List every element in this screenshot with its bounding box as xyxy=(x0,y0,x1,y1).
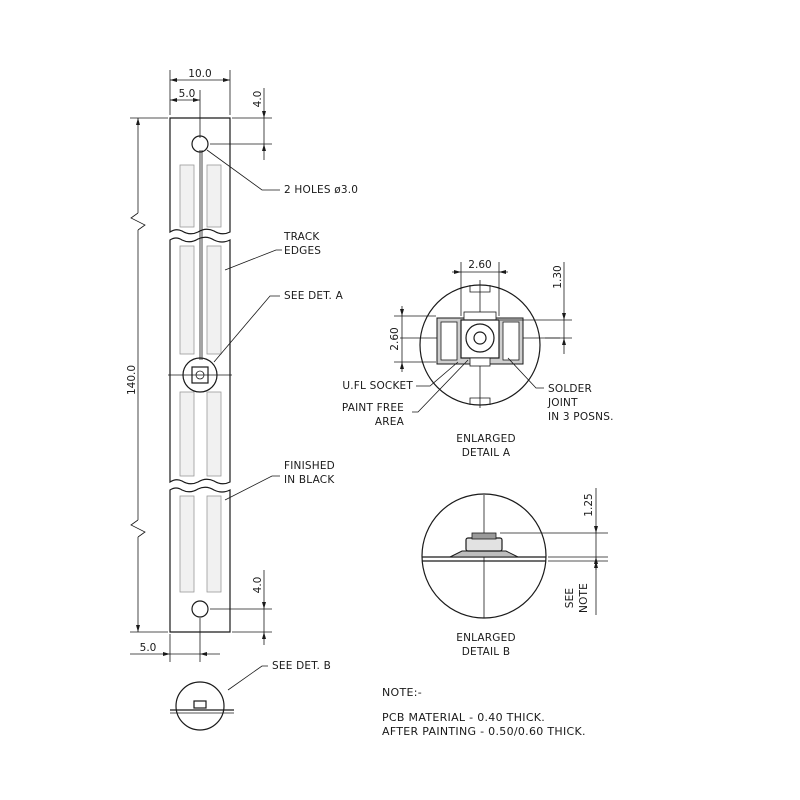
track-element xyxy=(206,495,222,593)
note-heading: NOTE:- xyxy=(382,686,422,699)
label-see-det-a: SEE DET. A xyxy=(284,290,344,302)
track-element xyxy=(206,164,222,228)
dim-detail-a-width: 2.60 xyxy=(468,259,491,271)
strip-callouts: 2 HOLES ø3.0 TRACK EDGES SEE DET. A FINI… xyxy=(206,149,358,691)
strip-middle-segment xyxy=(169,236,231,485)
dim-overall-width: 10.0 xyxy=(188,68,211,80)
dim-detail-a-height: 2.60 xyxy=(389,327,401,350)
mounting-hole-top xyxy=(191,135,209,153)
label-see-det-b: SEE DET. B xyxy=(272,660,331,672)
end-view-socket xyxy=(193,700,207,709)
strip-bottom-segment xyxy=(169,486,231,633)
label-solder-3: IN 3 POSNS. xyxy=(548,411,614,423)
label-paint-free-1: PAINT FREE xyxy=(342,402,404,414)
label-see-note-1: SEE xyxy=(564,588,576,609)
label-detail-b-2: DETAIL B xyxy=(462,646,511,658)
detail-b-socket-base xyxy=(449,550,519,558)
label-holes: 2 HOLES ø3.0 xyxy=(284,184,358,196)
track-element xyxy=(179,164,195,228)
solder-pad-right xyxy=(502,321,520,361)
label-detail-a-1: ENLARGED xyxy=(456,433,516,445)
dim-hole-offset-bottom: 4.0 xyxy=(252,577,264,594)
mounting-hole-bottom xyxy=(191,600,209,618)
strip-top-segment xyxy=(169,117,231,235)
dim-detail-a-top: 1.30 xyxy=(552,265,564,288)
label-track-edges-2: EDGES xyxy=(284,245,321,257)
solder-pad-bottom xyxy=(469,357,491,367)
label-finished-2: IN BLACK xyxy=(284,474,335,486)
label-solder-2: JOINT xyxy=(547,397,578,409)
notes-block: NOTE:- PCB MATERIAL - 0.40 THICK. AFTER … xyxy=(382,686,586,738)
strip-dimensions: 10.0 5.0 4.0 140.0 4.0 xyxy=(126,68,272,662)
detail-b-socket-body xyxy=(465,537,503,552)
detail-a: 2.60 1.30 2.60 U.FL SOCKET PAINT FREE AR… xyxy=(342,259,614,459)
detail-b-socket-top xyxy=(471,532,497,540)
label-paint-free-2: AREA xyxy=(375,416,405,428)
detail-b: 1.25 SEE NOTE ENLARGED DETAIL B xyxy=(421,488,608,658)
dim-hole-offset-side: 5.0 xyxy=(140,642,157,654)
label-solder-1: SOLDER xyxy=(548,383,592,395)
track-element xyxy=(206,245,222,355)
end-view xyxy=(170,681,234,731)
dim-detail-b-height: 1.25 xyxy=(583,493,595,516)
track-element xyxy=(179,245,195,355)
dim-length: 140.0 xyxy=(126,365,138,395)
ufl-socket-ring xyxy=(465,323,495,353)
label-track-edges-1: TRACK xyxy=(283,231,320,243)
track-element xyxy=(179,495,195,593)
end-view-outline xyxy=(175,681,225,731)
track-element xyxy=(179,391,195,477)
solder-pad-left xyxy=(440,321,458,361)
label-detail-a-2: DETAIL A xyxy=(462,447,511,459)
dim-hole-offset-top: 4.0 xyxy=(252,91,264,108)
label-finished-1: FINISHED xyxy=(284,460,335,472)
track-element xyxy=(206,391,222,477)
ufl-socket-pin xyxy=(473,331,487,345)
note-line-2: AFTER PAINTING - 0.50/0.60 THICK. xyxy=(382,725,586,738)
label-see-note-2: NOTE xyxy=(578,583,590,613)
antenna-strip xyxy=(168,117,232,633)
note-line-1: PCB MATERIAL - 0.40 THICK. xyxy=(382,711,545,724)
solder-pad-top xyxy=(463,311,497,321)
label-detail-b-1: ENLARGED xyxy=(456,632,516,644)
label-ufl-socket: U.FL SOCKET xyxy=(342,380,413,392)
dim-half-width: 5.0 xyxy=(179,88,196,100)
